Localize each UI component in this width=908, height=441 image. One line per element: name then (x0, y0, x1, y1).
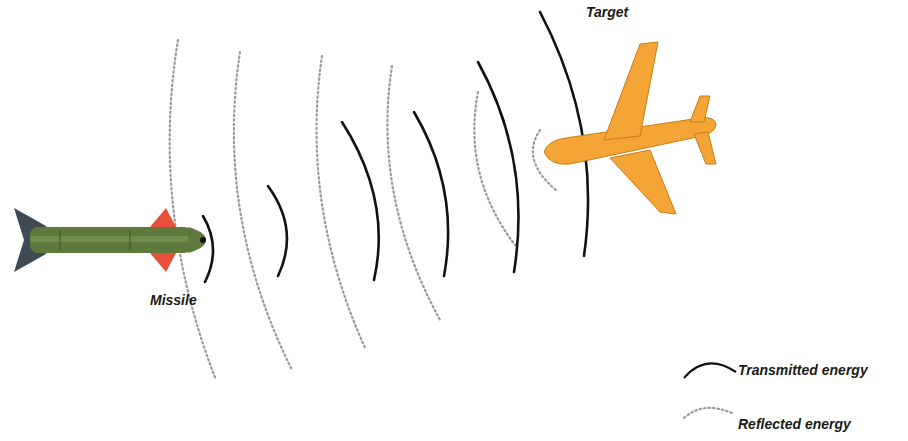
legend-text: Reflected energy (738, 416, 851, 433)
transmitted-waves (203, 12, 588, 282)
missile-label: Missile (150, 292, 197, 309)
legend-text: Transmitted energy (738, 362, 868, 379)
aircraft-figure (544, 42, 716, 214)
reflected-waves (170, 40, 556, 380)
missile-figure (14, 208, 206, 272)
target-label: Target (586, 4, 628, 21)
legend-samples (684, 363, 736, 418)
